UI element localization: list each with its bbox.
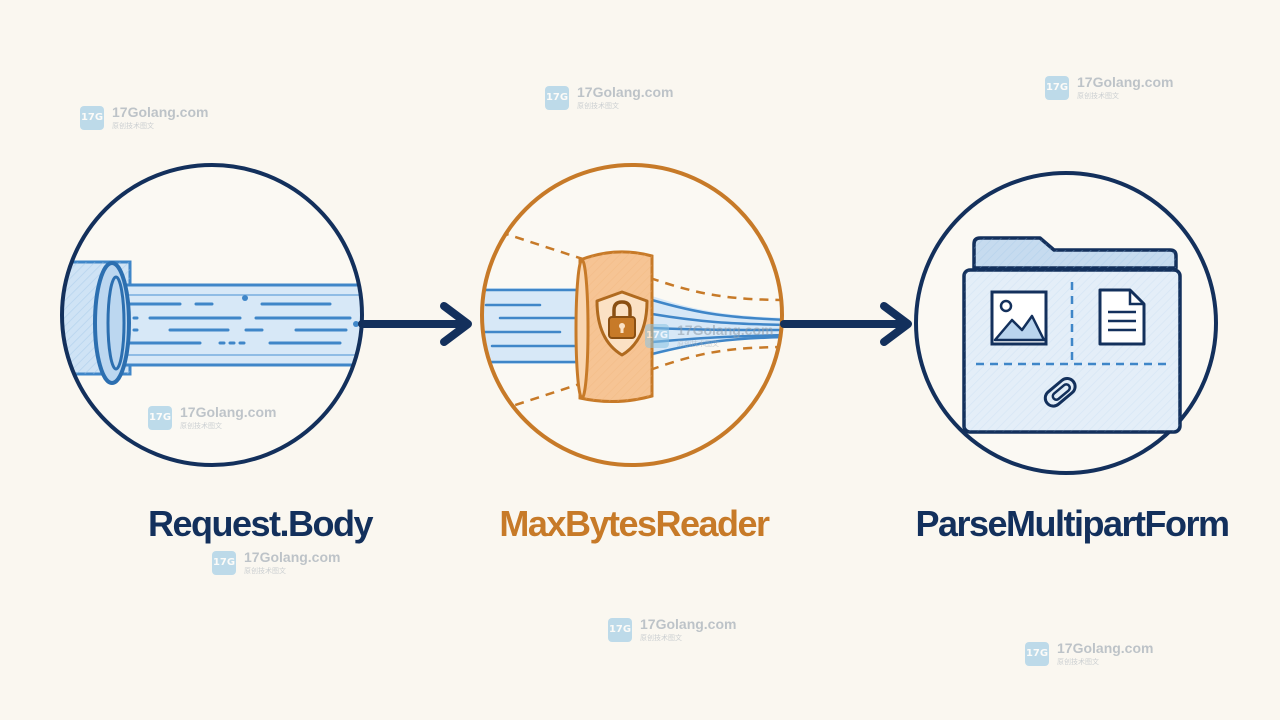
watermark: 17G 17Golang.com 原创技术图文 (1045, 74, 1195, 104)
lock-icon (608, 300, 636, 339)
max-bytes-reader-stage (480, 163, 784, 467)
watermark-site: 17Golang.com (1057, 640, 1154, 656)
max-bytes-reader-label: MaxBytesReader (499, 503, 770, 544)
parse-multipart-form-stage (914, 171, 1218, 475)
max-bytes-reader-circle (480, 163, 784, 467)
watermark: 17G 17Golang.com 原创技术图文 (608, 616, 758, 646)
watermark-logo: 17G (148, 406, 172, 430)
watermark-logo: 17G (545, 86, 569, 110)
watermark-logo: 17G (1045, 76, 1069, 100)
paperclip-icon (1043, 377, 1077, 408)
watermark-subtitle: 原创技术图文 (1057, 658, 1099, 666)
watermark: 17G 17Golang.com 原创技术图文 (80, 104, 230, 134)
watermark-logo: 17G (212, 551, 236, 575)
watermark: 17G 17Golang.com 原创技术图文 (148, 404, 298, 434)
limiter-band (574, 250, 654, 404)
watermark-site: 17Golang.com (677, 322, 774, 338)
watermark-logo: 17G (80, 106, 104, 130)
watermark-subtitle: 原创技术图文 (244, 567, 286, 575)
watermark-subtitle: 原创技术图文 (112, 122, 154, 130)
watermark: 17G 17Golang.com 原创技术图文 (545, 84, 695, 114)
watermark-subtitle: 原创技术图文 (677, 340, 719, 348)
watermark-site: 17Golang.com (640, 616, 737, 632)
request-body-pipe (62, 260, 362, 385)
parse-multipart-form-label: ParseMultipartForm (915, 503, 1230, 544)
watermark: 17G 17Golang.com 原创技术图文 (212, 549, 362, 579)
watermark-site: 17Golang.com (1077, 74, 1174, 90)
watermark-logo: 17G (645, 324, 669, 348)
watermark-subtitle: 原创技术图文 (640, 634, 682, 642)
arrow-right-icon (358, 302, 472, 346)
watermark-logo: 17G (1025, 642, 1049, 666)
request-body-label: Request.Body (147, 503, 374, 544)
image-icon (990, 290, 1048, 346)
watermark-site: 17Golang.com (577, 84, 674, 100)
watermark-subtitle: 原创技术图文 (577, 102, 619, 110)
watermark: 17G 17Golang.com 原创技术图文 (645, 322, 795, 352)
watermark-subtitle: 原创技术图文 (180, 422, 222, 430)
watermark-site: 17Golang.com (244, 549, 341, 565)
request-body-circle (60, 163, 364, 467)
watermark-subtitle: 原创技术图文 (1077, 92, 1119, 100)
request-body-stage (60, 163, 364, 467)
watermark-site: 17Golang.com (180, 404, 277, 420)
document-icon (1098, 288, 1146, 346)
watermark: 17G 17Golang.com 原创技术图文 (1025, 640, 1175, 670)
watermark-logo: 17G (608, 618, 632, 642)
arrow-right-icon (780, 302, 912, 346)
watermark-site: 17Golang.com (112, 104, 209, 120)
